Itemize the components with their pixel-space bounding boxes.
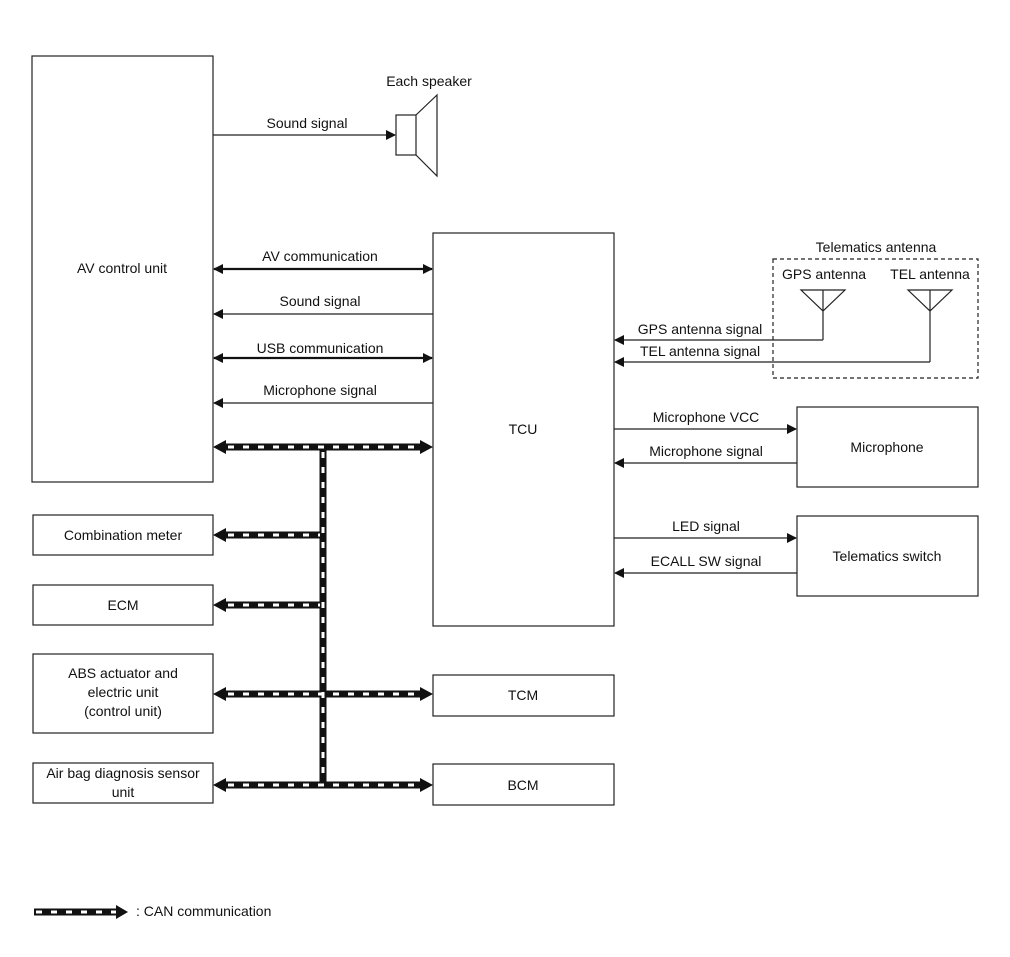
gps-antenna-icon [799,289,847,340]
speaker-cone-icon [415,93,438,178]
speaker: Each speaker [386,73,472,178]
telematics-antenna-label: Telematics antenna [816,239,937,255]
microphone-block: Microphone [796,406,979,488]
svg-text:Sound signal: Sound signal [267,115,348,131]
svg-text:Microphone VCC: Microphone VCC [653,409,760,425]
gps-antenna-label: GPS antenna [782,266,866,282]
telematics-switch-label: Telematics switch [833,548,942,564]
svg-text:Sound signal: Sound signal [280,293,361,309]
tcu-block: TCU [432,232,615,627]
tel-antenna-icon [906,289,954,362]
airbag-block: Air bag diagnosis sensor unit [32,762,214,804]
airbag-label-line2: unit [112,784,135,800]
svg-text:TEL antenna signal: TEL antenna signal [640,343,760,359]
speaker-label: Each speaker [386,73,472,89]
combination-meter-label: Combination meter [64,527,183,543]
combination-meter-block: Combination meter [32,514,214,556]
abs-label-line2: electric unit [88,684,159,700]
bcm-label: BCM [507,777,538,793]
microphone-vcc: Microphone VCC [614,409,797,434]
svg-text:USB communication: USB communication [257,340,384,356]
telematics-switch-block: Telematics switch [796,515,979,597]
tcu-label: TCU [509,421,538,437]
svg-text:ECALL SW signal: ECALL SW signal [651,553,762,569]
can-arrow-ecm [213,598,226,612]
can-arrow-airbag [213,778,226,792]
can-bus [213,440,433,792]
svg-text:AV communication: AV communication [262,248,378,264]
microphone-signal-to-av: Microphone signal [213,382,433,408]
legend: : CAN communication [34,903,271,919]
svg-text:GPS antenna signal: GPS antenna signal [638,321,763,337]
microphone-label: Microphone [850,439,923,455]
abs-block: ABS actuator and electric unit (control … [32,653,214,734]
can-arrow-abs [213,687,226,701]
sound-signal-from-tcu: Sound signal [213,293,433,319]
svg-text:Microphone signal: Microphone signal [263,382,377,398]
can-arrow-av [213,440,226,454]
led-signal: LED signal [614,518,797,543]
av-communication-link: AV communication [213,248,433,274]
ecm-label: ECM [107,597,138,613]
ecall-sw-signal: ECALL SW signal [614,553,797,578]
speaker-icon [395,114,417,156]
tel-antenna-label: TEL antenna [890,266,970,282]
gps-antenna-signal: GPS antenna signal [614,321,823,345]
can-arrow-combination-meter [213,528,226,542]
abs-label-line3: (control unit) [84,703,162,719]
svg-text:Microphone signal: Microphone signal [649,443,763,459]
bcm-block: BCM [432,763,615,806]
usb-communication-link: USB communication [213,340,433,363]
tcm-block: TCM [432,674,615,717]
can-arrow-tcu [420,440,433,454]
av-control-unit-label: AV control unit [77,260,167,276]
av-control-unit-block: AV control unit [31,55,214,483]
telematics-antenna-group: Telematics antenna GPS antenna TEL anten… [772,239,979,379]
can-arrow-tcm [420,687,433,701]
legend-can-label: : CAN communication [136,903,271,919]
microphone-signal: Microphone signal [614,443,797,468]
sound-signal-to-speaker: Sound signal [213,115,396,140]
svg-text:LED signal: LED signal [672,518,740,534]
tel-antenna-signal: TEL antenna signal [614,343,930,367]
airbag-label-line1: Air bag diagnosis sensor [46,765,200,781]
abs-label-line1: ABS actuator and [68,665,178,681]
can-arrow-bcm [420,778,433,792]
ecm-block: ECM [32,584,214,626]
tcm-label: TCM [508,687,538,703]
